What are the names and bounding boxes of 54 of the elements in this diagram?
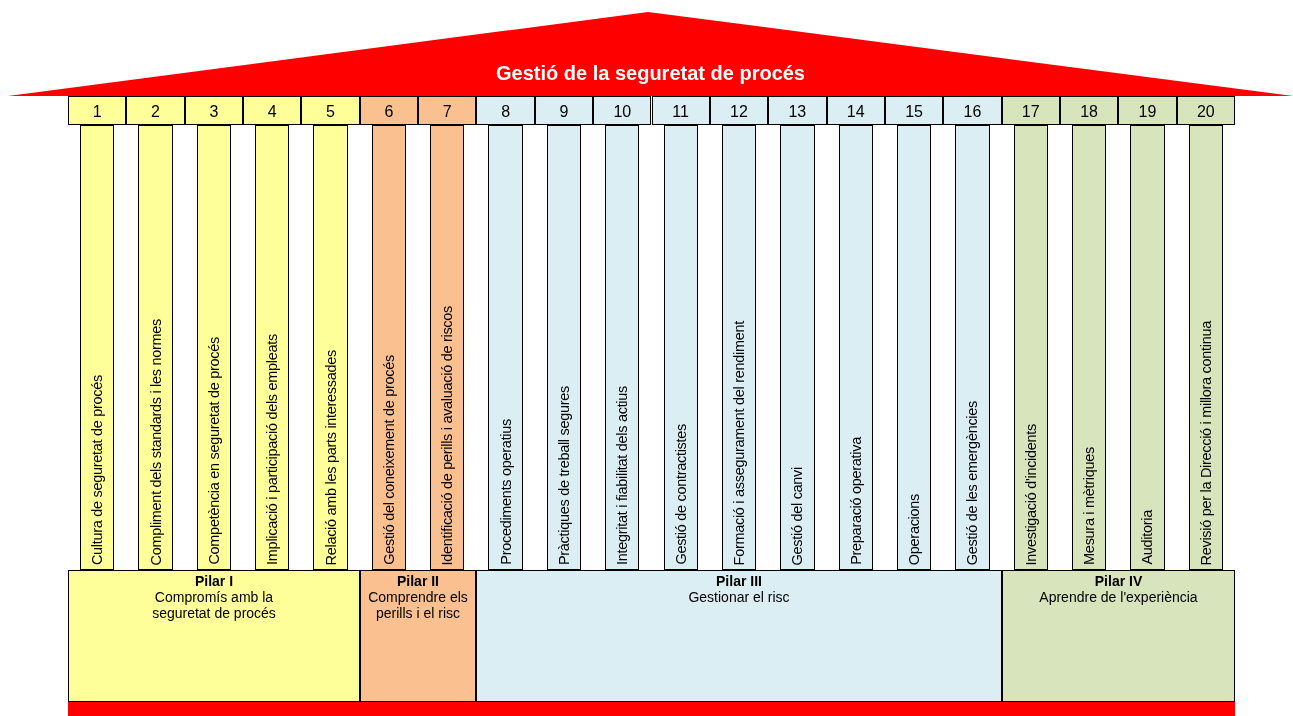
column-number: 19 (1118, 96, 1177, 125)
pillar-heading: Pilar IV (1093, 573, 1144, 589)
column-number: 1 (68, 96, 127, 125)
column-number: 20 (1176, 96, 1235, 125)
pillar-heading: Pilar III (715, 573, 763, 589)
foundation-bar (68, 702, 1235, 716)
column-label: Identificació de perills i avaluació de riscos (439, 305, 456, 565)
pillar-base (68, 570, 360, 702)
column-number: 14 (826, 96, 885, 125)
column-number: 15 (884, 96, 944, 125)
column-label: Operacions (906, 493, 923, 565)
column-label: Procediments operatius (497, 419, 514, 565)
column-label: Gestió del canvi (789, 466, 806, 565)
column-number: 4 (243, 96, 302, 125)
column-number: 6 (359, 96, 419, 125)
column-label: Preparació operativa (847, 437, 864, 565)
pillar-description: Compromís amb la seguretat de procés (151, 589, 277, 621)
column-label: Formació i assegurament del rendiment (731, 320, 747, 565)
column-number: 11 (651, 96, 710, 125)
column-label: Revisió per la Direcció i millora continua (1197, 320, 1214, 565)
column-number: 18 (1059, 96, 1119, 125)
column-number: 10 (593, 96, 652, 125)
column-number: 8 (476, 96, 535, 125)
pillar-description: Gestionar el risc (688, 589, 790, 605)
pillar-base (476, 570, 1002, 702)
column-number: 12 (709, 96, 769, 125)
pillar-description: Comprendre els perills i el risc (367, 589, 469, 621)
column-number: 3 (184, 96, 244, 125)
column-label: Investigació d'incidents (1022, 423, 1039, 565)
pillar-heading: Pilar II (396, 573, 440, 589)
column-label: Cultura de seguretat de procés (89, 374, 106, 565)
column-number: 2 (126, 96, 185, 125)
column-number: 7 (418, 96, 477, 125)
column-number: 16 (943, 96, 1002, 125)
column-label: Gestió de contractistes (672, 424, 689, 565)
pillar-description: Aprendre de l'experiència (1039, 589, 1198, 605)
column-number: 5 (301, 96, 360, 125)
column-number: 9 (534, 96, 594, 125)
column-label: Implicació i participació dels empleats (264, 334, 281, 565)
column-label: Gestió de les emergències (964, 400, 981, 565)
roof-title: Gestió de la seguretat de procés (495, 62, 806, 85)
column-label: Mesura i mètriques (1081, 447, 1098, 565)
column-label: Relació amb les parts interessades (322, 349, 339, 565)
column-label: Pràctiques de treball segures (555, 385, 572, 565)
column-label: Gestió del coneixement de procés (380, 355, 397, 565)
column-label: Competència en seguretat de procés (205, 337, 222, 565)
pillar-heading: Pilar I (193, 573, 235, 589)
column-label: Compliment dels standards i les normes (147, 318, 164, 565)
column-number: 17 (1001, 96, 1060, 125)
column-label: Integritat i fiabilitat dels actius (614, 386, 631, 565)
column-label: Auditoria (1139, 510, 1156, 565)
pillar-base (360, 570, 476, 702)
pillar-base (1002, 570, 1235, 702)
column-number: 13 (768, 96, 827, 125)
